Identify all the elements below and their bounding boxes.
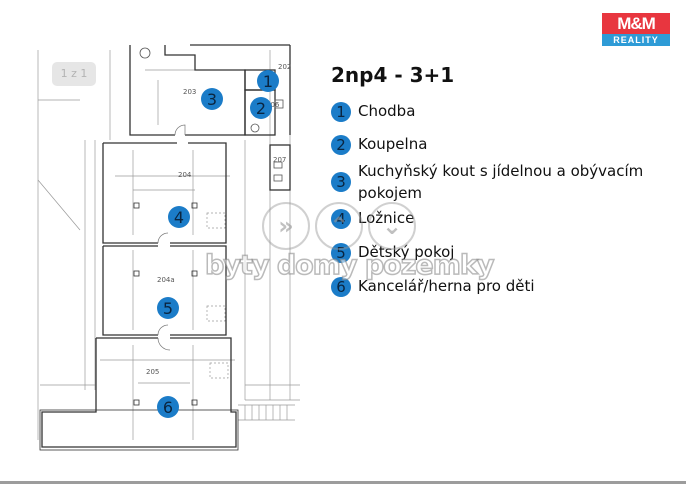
floor-plan-drawing [37,44,300,451]
logo-bottom-text: REALITY [602,34,670,46]
room-number-204a: 204a [157,276,175,284]
plan-marker-3: 3 [201,88,223,110]
legend-label: Kuchyňský kout s jídelnou a obývacím pok… [358,162,644,202]
plan-marker-6: 6 [157,396,179,418]
plan-marker-5: 5 [157,297,179,319]
plan-marker-1: 1 [257,70,279,92]
room-number-207: 207 [273,156,287,164]
legend-item-6: 6 Kancelář/herna pro děti [331,275,686,297]
legend-number-badge: 1 [331,102,351,122]
legend-number-badge: 2 [331,135,351,155]
plan-marker-4: 4 [168,206,190,228]
bottom-divider [0,481,686,484]
watermark-arrows-icon: » [262,202,310,250]
legend-item-1: 1 Chodba [331,100,686,122]
watermark-text: byty domy pozemky [204,249,495,282]
legend-label: Koupelna [358,135,428,153]
floor-plan: 1 z 1 203 202 206 207 204 204a 205 1 2 3… [0,0,320,460]
scale-label: 1 z 1 [52,62,96,86]
watermark-up-icon: ⌃ [315,202,363,250]
legend-label: Chodba [358,102,416,120]
plan-marker-2: 2 [250,97,272,119]
logo-top-text: M&M [602,13,670,34]
room-number-205: 205 [146,368,160,376]
page-title: 2np4 - 3+1 [331,63,455,87]
legend-number-badge: 6 [331,277,351,297]
room-number-202: 202 [278,63,292,71]
room-number-206: 206 [266,101,280,109]
legend-item-3: 3 Kuchyňský kout s jídelnou a obývacím p… [331,160,686,204]
legend-item-2: 2 Koupelna [331,133,686,155]
legend-number-badge: 3 [331,172,351,192]
legend-label: Kancelář/herna pro děti [358,277,535,295]
watermark-down-icon: ⌄ [368,202,416,250]
room-number-203: 203 [183,88,197,96]
room-number-204: 204 [178,171,192,179]
mm-reality-logo: M&M REALITY [602,13,670,46]
